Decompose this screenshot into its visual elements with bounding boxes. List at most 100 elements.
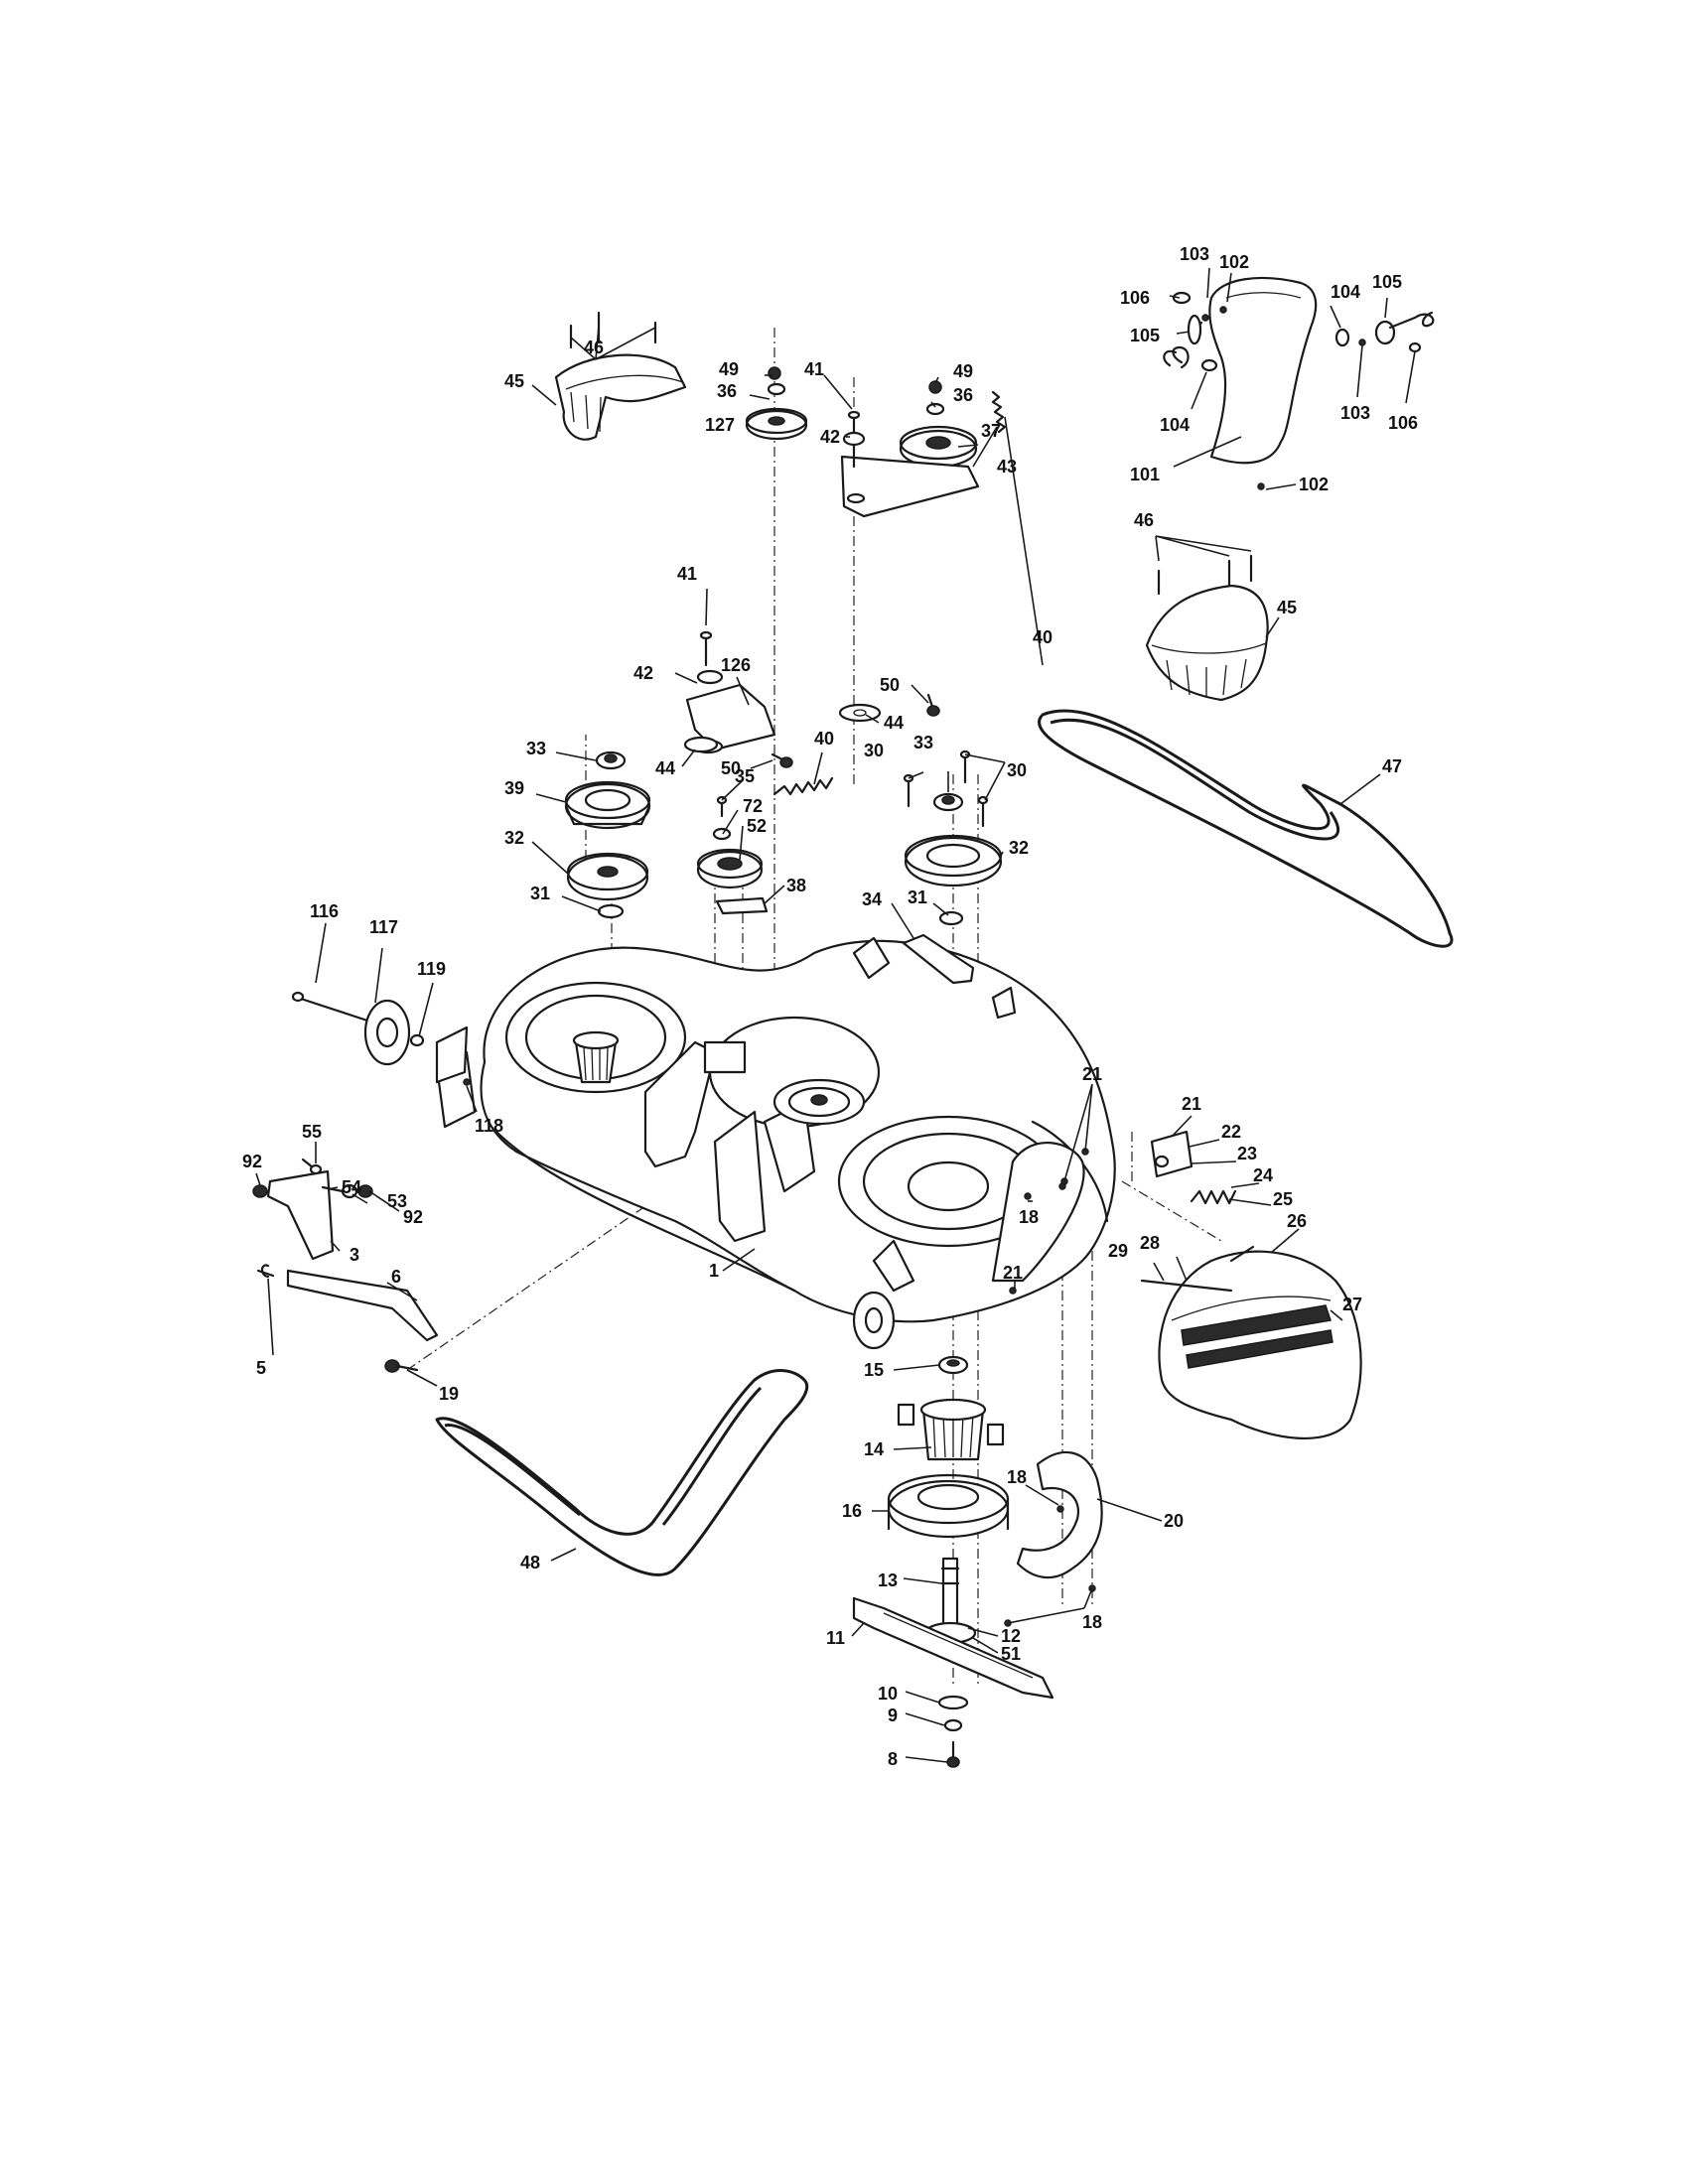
bolt-19 [384,1359,419,1373]
callout-12: 12 [1001,1626,1021,1646]
washer-72 [712,827,732,841]
deck-right-tab [991,986,1017,1020]
gauge-wheel-assembly [291,991,471,1086]
callout-42-mid: 42 [633,663,653,683]
callout-44-right: 44 [884,713,904,733]
callout-18-bottom: 18 [1082,1612,1102,1632]
seat-hardware-left [1163,291,1227,372]
callout-numbers: 103 102 104 105 106 105 104 103 106 101 … [242,244,1418,1769]
callout-3: 3 [350,1245,359,1265]
callout-41-top: 41 [804,359,824,379]
callout-52: 52 [747,816,767,836]
callout-55: 55 [302,1122,322,1142]
callout-51: 51 [1001,1644,1021,1664]
mower-blade-11 [852,1596,1054,1700]
callout-103-top: 103 [1180,244,1209,264]
callout-105-right: 105 [1372,272,1402,292]
callout-38: 38 [786,876,806,895]
deck-front-caster [852,1239,915,1350]
callout-127: 127 [705,415,735,435]
spring-40-left [772,776,834,796]
callout-46-right: 46 [1134,510,1154,530]
callout-104-left: 104 [1160,415,1190,435]
bolt-50-left [771,752,793,768]
callout-101: 101 [1130,465,1160,484]
leader-lines [255,267,1416,1763]
callout-40-left: 40 [814,729,834,749]
pulley-39 [564,780,651,830]
callout-43: 43 [997,457,1017,477]
callout-5: 5 [256,1358,266,1378]
callout-72: 72 [743,796,763,816]
callout-105-left: 105 [1130,326,1160,345]
callout-119: 119 [417,959,446,979]
callout-31-left: 31 [530,884,550,903]
callout-49-left: 49 [719,359,739,379]
callout-54: 54 [342,1177,361,1197]
callout-35: 35 [735,766,755,786]
nut-33-left [595,751,627,770]
left-pulley-cover [554,311,687,441]
pulley-32-right [904,834,1003,887]
callout-47: 47 [1382,756,1402,776]
rod-29 [1140,1279,1233,1293]
callout-26: 26 [1287,1211,1307,1231]
tractor-seat-assembly [1163,276,1435,490]
callout-45-right: 45 [1277,598,1297,617]
mower-belt-47 [1038,709,1454,948]
callout-19: 19 [439,1384,459,1404]
callout-21-top: 21 [1082,1064,1102,1084]
callout-126: 126 [721,655,751,675]
callout-40-right: 40 [1033,627,1052,647]
pulley-52 [696,848,764,889]
callout-92-left: 92 [242,1152,262,1171]
callout-106-right: 106 [1388,413,1418,433]
callout-11: 11 [826,1628,845,1648]
callout-8: 8 [888,1749,898,1769]
callout-117: 117 [369,917,398,937]
washer-44-left [683,736,719,753]
bracket-126 [685,630,776,754]
callout-30-right: 30 [1007,760,1027,780]
callout-1: 1 [709,1261,719,1281]
callout-37: 37 [981,421,1001,441]
deflector-guard-20 [1016,1450,1103,1579]
callout-14: 14 [864,1439,884,1459]
callout-92-right: 92 [403,1207,423,1227]
bracket-38 [715,896,769,915]
callout-16: 16 [842,1501,862,1521]
bolts-30 [903,750,989,828]
callout-31-right: 31 [908,887,927,907]
callout-45-left: 45 [504,371,524,391]
nut-33-right [932,792,964,812]
blade-hardware [937,1695,969,1768]
callout-21-right: 21 [1182,1094,1201,1114]
deck-right-guard [991,1142,1085,1283]
callout-46-left: 46 [584,338,604,357]
callout-23: 23 [1237,1144,1257,1163]
bolt-50-right [926,693,940,717]
callout-102-bottom: 102 [1299,475,1329,494]
callout-53: 53 [387,1191,407,1211]
callout-18-mid: 18 [1007,1467,1027,1487]
callout-33-left: 33 [526,739,546,758]
callout-49-right: 49 [953,361,973,381]
callout-116: 116 [310,901,339,921]
spring-40-right [991,390,1007,434]
pulley-127 [745,366,808,441]
callout-30-left: 30 [864,741,884,760]
callout-32-right: 32 [1009,838,1029,858]
callout-32-left: 32 [504,828,524,848]
deck-spindle-left [572,1030,620,1084]
washer-31-left [597,903,625,919]
callout-15: 15 [864,1360,884,1380]
callout-33-right: 33 [913,733,933,752]
callout-44-left: 44 [655,758,675,778]
spindle-housing-14 [897,1398,1005,1461]
callout-27: 27 [1342,1295,1362,1314]
bolt-41-right [842,410,866,469]
right-pulley-cover [1145,554,1269,702]
callout-42-top: 42 [820,427,840,447]
discharge-chute-27 [1158,1245,1362,1439]
callout-6: 6 [391,1267,401,1287]
